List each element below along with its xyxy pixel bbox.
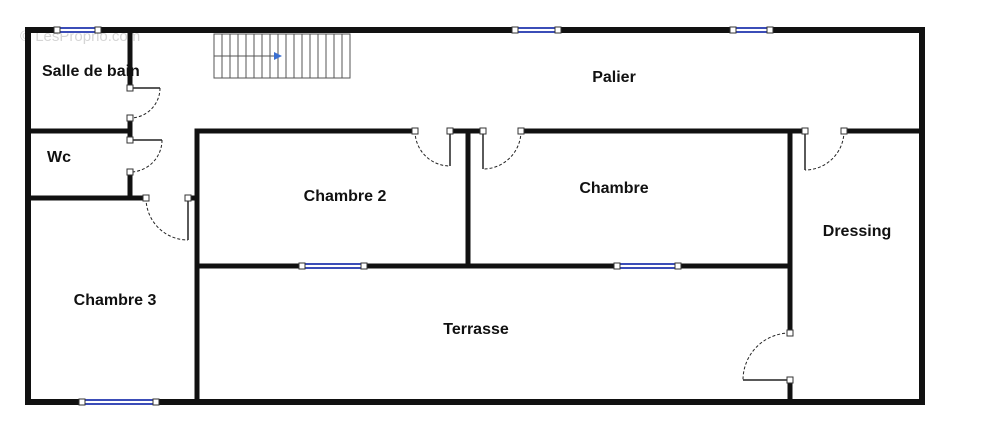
stair-direction-arrow-icon <box>274 52 282 60</box>
interior-walls <box>25 27 925 405</box>
room-label-palier: Palier <box>592 69 636 86</box>
wall-nodes <box>53 26 848 406</box>
room-label-chambre-3: Chambre 3 <box>74 292 157 309</box>
windows <box>57 26 770 406</box>
room-label-dressing: Dressing <box>823 223 891 240</box>
room-label-chambre: Chambre <box>579 180 648 197</box>
room-label-chambre-2: Chambre 2 <box>304 188 387 205</box>
staircase <box>213 33 351 79</box>
room-label-salle-de-bain: Salle de bain <box>42 63 140 80</box>
doors <box>129 87 845 381</box>
room-label-terrasse: Terrasse <box>443 321 509 338</box>
room-labels: Salle de bain Palier Wc Chambre 2 Chambr… <box>42 63 891 338</box>
room-label-wc: Wc <box>47 149 71 166</box>
